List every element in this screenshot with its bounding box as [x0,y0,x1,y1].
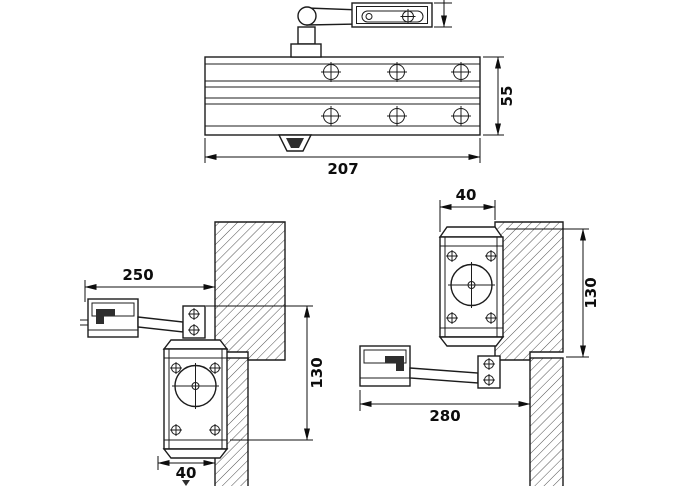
dimension-closer-height: 130 [506,228,600,358]
slide-channel-and-arm [290,2,433,58]
arm-bracket [477,355,501,389]
cropped-dimension-marker [434,0,452,28]
door-section [529,357,564,486]
frame-section [214,221,286,361]
top-view: 207 55 [204,0,516,178]
dimension-closer-height-value: 130 [582,277,600,308]
dimension-spindle-offset-value: 40 [176,464,197,482]
dimension-body-height-value: 55 [498,86,516,107]
dimension-rail-projection-value: 280 [429,407,460,425]
dimension-spindle-offset: 40 [157,456,216,486]
closer-body-profile [204,56,481,136]
dimension-body-length: 207 [204,138,481,178]
slide-rail-end-view [359,345,411,387]
dimension-top-offset: 40 [439,186,496,232]
arm-link [409,367,479,384]
dimension-rail-projection-value: 250 [122,266,153,284]
dimension-closer-height-value: 130 [308,357,326,388]
dimension-top-offset-value: 40 [456,186,477,204]
cropped-arrow-icon [182,480,190,486]
mounting-screws-top-row [321,62,471,82]
dimension-body-length-value: 207 [327,160,358,178]
closer-body-front-view [438,226,505,347]
slide-rail-end-view [80,298,139,338]
installation-view-right: 40 130 280 [359,186,600,486]
pinion-foot [277,134,313,152]
dimension-rail-projection: 280 [359,390,531,425]
dimension-rail-projection: 250 [84,266,216,302]
arm-link [137,316,184,333]
frame-section [494,221,564,361]
arm-bracket [182,305,206,339]
closer-body-front-view [162,339,229,459]
dimension-closer-height: 130 [206,305,326,441]
dimension-body-height: 55 [483,56,516,136]
mounting-screws-bottom-row [321,106,471,126]
slide-block-screw-icon [400,9,416,24]
installation-view-left: 250 130 40 [80,221,326,486]
